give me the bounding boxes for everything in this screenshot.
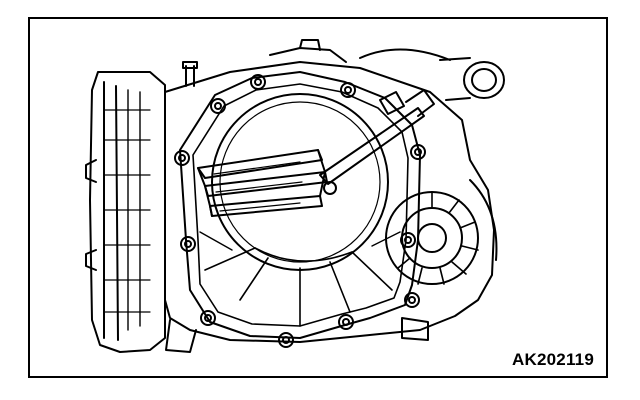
cover-plate (179, 71, 421, 339)
filler-neck (359, 48, 505, 101)
figure-frame (28, 17, 608, 378)
special-tool (197, 89, 435, 217)
main-case-body (164, 61, 495, 343)
flange-bolts (174, 74, 426, 348)
figure-code: AK202119 (512, 350, 594, 369)
left-side-housing (85, 71, 166, 353)
lower-bracket (165, 317, 429, 353)
